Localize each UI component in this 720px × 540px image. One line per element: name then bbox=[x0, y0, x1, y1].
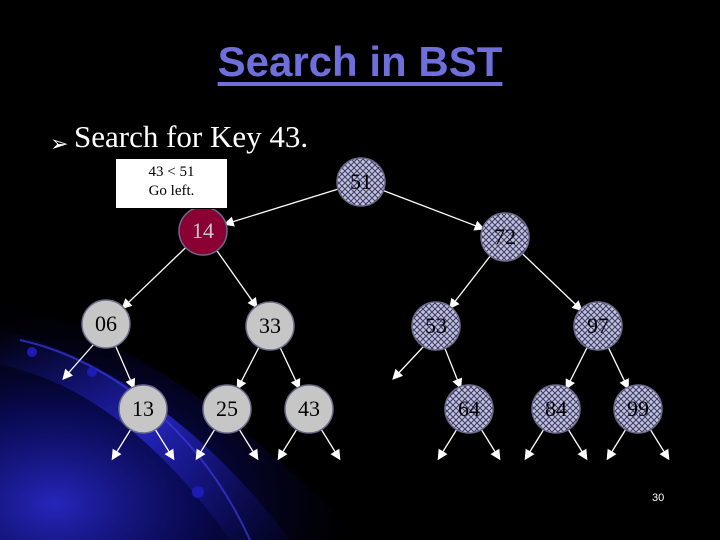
node-circle bbox=[444, 384, 494, 434]
tree-node-43: 43 bbox=[284, 384, 334, 434]
node-label: 43 bbox=[298, 396, 320, 421]
null-child-arrow bbox=[649, 428, 670, 461]
node-circle bbox=[573, 301, 623, 351]
null-child-arrow bbox=[392, 345, 425, 380]
null-child-arrow bbox=[277, 428, 298, 461]
tree-edge-33-25 bbox=[236, 345, 261, 390]
tree-node-84: 84 bbox=[531, 384, 581, 434]
null-child-arrow bbox=[195, 428, 216, 461]
node-circle bbox=[480, 212, 530, 262]
node-label: 51 bbox=[350, 169, 372, 194]
tree-node-97: 97 bbox=[573, 301, 623, 351]
tree-edge-33-43 bbox=[278, 345, 301, 390]
null-child-arrow bbox=[480, 428, 501, 461]
node-label: 99 bbox=[627, 396, 649, 421]
slide-number: 30 bbox=[652, 492, 665, 504]
tree-node-33: 33 bbox=[245, 301, 295, 351]
tree-edge-14-33 bbox=[215, 248, 258, 309]
node-label: 64 bbox=[458, 396, 480, 421]
node-circle bbox=[411, 301, 461, 351]
node-label: 25 bbox=[216, 396, 238, 421]
decor-dot bbox=[192, 486, 204, 498]
node-circle bbox=[245, 301, 295, 351]
node-label: 06 bbox=[95, 311, 117, 336]
node-circle bbox=[284, 384, 334, 434]
callout-line-2: Go left. bbox=[148, 183, 195, 199]
bullet-arrow-icon: ➢ bbox=[50, 132, 69, 157]
null-child-arrow bbox=[238, 428, 259, 461]
tree-edge-53-64 bbox=[443, 346, 463, 390]
slide-title: Search in BST bbox=[217, 38, 503, 85]
node-circle bbox=[336, 157, 386, 207]
tree-edge-06-13 bbox=[114, 343, 136, 390]
null-child-arrow bbox=[111, 428, 132, 461]
tree-edge-51-14 bbox=[223, 187, 341, 227]
tree-node-64: 64 bbox=[444, 384, 494, 434]
tree-edge-72-53 bbox=[449, 253, 493, 310]
node-label: 84 bbox=[545, 396, 567, 421]
node-label: 33 bbox=[259, 313, 281, 338]
node-label: 53 bbox=[425, 313, 447, 338]
tree-edge-72-97 bbox=[520, 251, 583, 312]
callout-line-1: 43 < 51 bbox=[148, 164, 195, 180]
null-child-arrow bbox=[62, 343, 95, 380]
tree-node-13: 13 bbox=[118, 384, 168, 434]
node-label: 72 bbox=[494, 224, 516, 249]
tree-node-53: 53 bbox=[411, 301, 461, 351]
decor-glow bbox=[0, 300, 360, 540]
tree-edge-51-72 bbox=[381, 189, 486, 231]
tree-node-72: 72 bbox=[480, 212, 530, 262]
decor-dot bbox=[27, 347, 37, 357]
tree-node-51: 51 bbox=[336, 157, 386, 207]
tree-edge-97-84 bbox=[565, 345, 589, 390]
tree-edge-97-99 bbox=[606, 345, 629, 390]
callout-box: 43 < 51 Go left. bbox=[115, 158, 228, 209]
null-child-arrow bbox=[154, 428, 175, 461]
null-child-arrow bbox=[524, 428, 545, 461]
tree-node-14: 14 bbox=[178, 206, 228, 256]
node-circle bbox=[613, 384, 663, 434]
node-circle bbox=[531, 384, 581, 434]
tree-node-06: 06 bbox=[81, 299, 131, 349]
node-circle bbox=[81, 299, 131, 349]
decor-band bbox=[0, 330, 290, 540]
bullet-text: Search for Key 43. bbox=[74, 119, 309, 154]
tree-node-25: 25 bbox=[202, 384, 252, 434]
null-child-arrow bbox=[320, 428, 341, 461]
node-label: 13 bbox=[132, 396, 154, 421]
null-child-arrow bbox=[567, 428, 588, 461]
null-child-arrow bbox=[437, 428, 458, 461]
tree-node-99: 99 bbox=[613, 384, 663, 434]
tree-edge-14-06 bbox=[121, 245, 188, 310]
node-circle bbox=[202, 384, 252, 434]
node-label: 97 bbox=[587, 313, 609, 338]
node-circle bbox=[118, 384, 168, 434]
decor-dot bbox=[87, 367, 97, 377]
null-child-arrow bbox=[606, 428, 627, 461]
node-label: 14 bbox=[192, 218, 214, 243]
